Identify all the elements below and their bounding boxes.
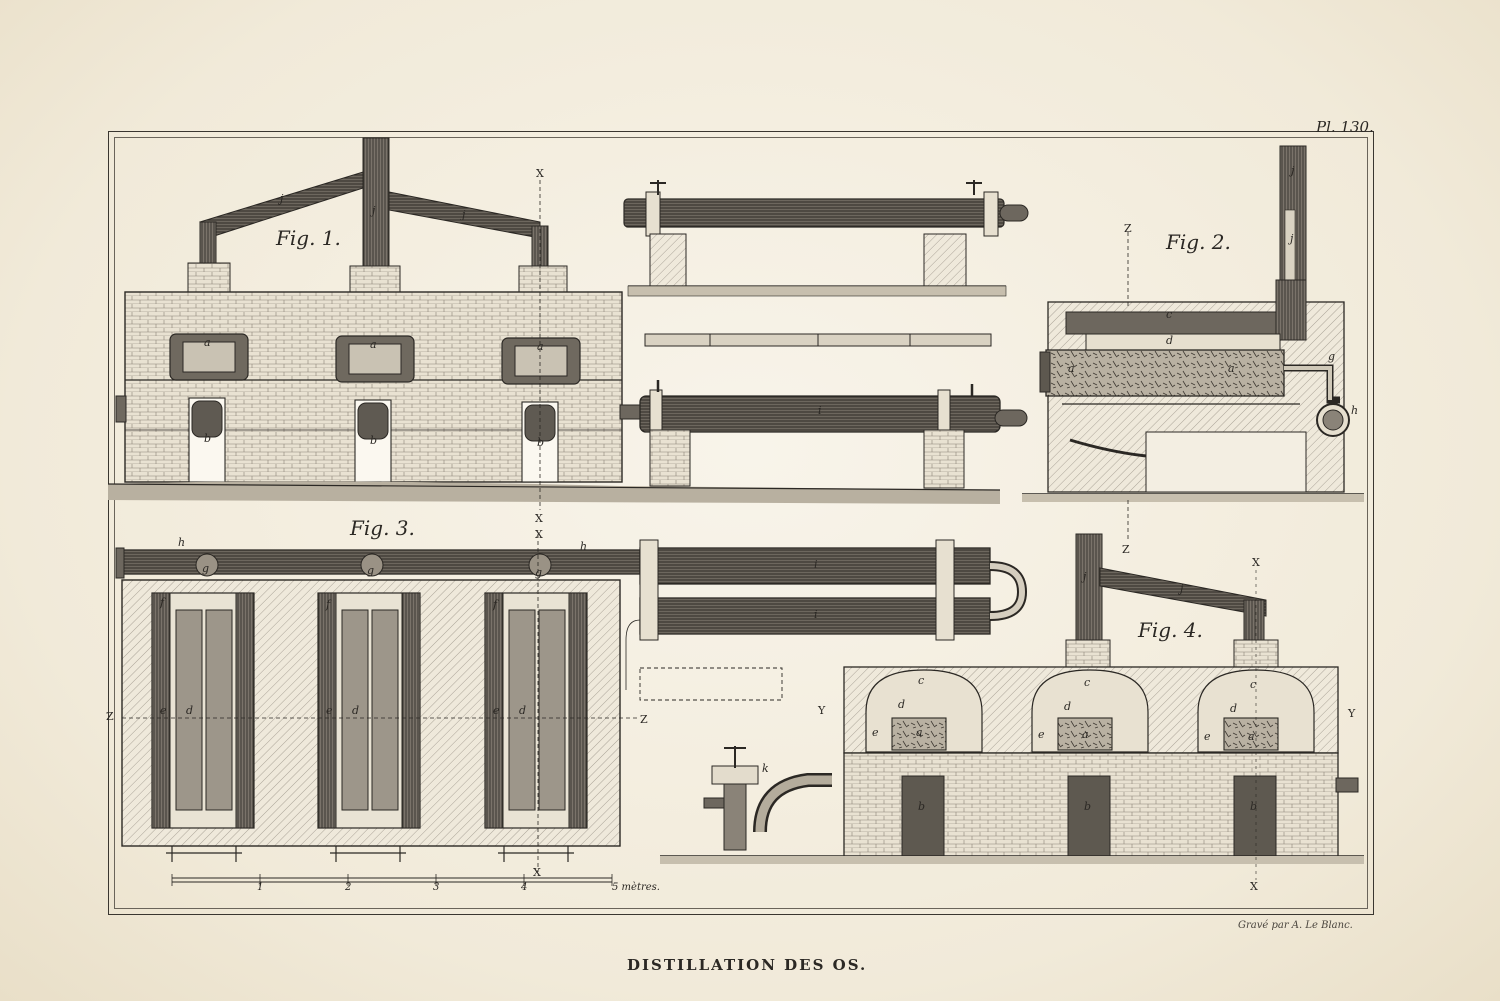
letter-j-fig4: j [1083,570,1087,583]
fig2-furnace-section [1022,145,1364,540]
fig1-furnace-elevation [107,137,1001,510]
fig4-furnace-section [660,533,1364,880]
section-mark-x-fig1-top: X [536,167,544,180]
letter-d-fig3-1: d [186,704,194,717]
letter-k-pump: k [762,762,769,775]
letter-a-fig4-2: a [1082,728,1089,741]
scale-unit: 5 mètres. [612,882,660,893]
letter-b-fig4-3: b [1250,800,1258,813]
letter-d-fig2: d [1166,334,1174,347]
section-mark-x-fig3-top: X [535,528,543,541]
letter-j-fig2-top: j [1291,164,1295,177]
letter-a-fig4-3: a [1248,730,1255,743]
letter-j-fig2: j [1290,232,1294,245]
letter-b-fig1-2: b [370,434,378,447]
fig4-caption: Fig. 4. [1138,618,1203,642]
letter-d-fig4-3: d [1230,702,1238,715]
letter-b-fig4-1: b [918,800,926,813]
plate-inner-border [114,137,1368,909]
letter-g-fig2: g [1328,350,1336,363]
fig3-plan [115,534,641,886]
letter-e-fig4-1: e [872,726,879,739]
fig3-caption: Fig. 3. [350,516,415,540]
letter-i-double-top: i [814,558,818,571]
letter-c-fig4-2: c [1084,676,1091,689]
letter-a-fig2-left: a [1068,362,1075,375]
letter-e-fig3-2: e [326,704,333,717]
letter-f-fig3-2: f [326,598,331,611]
double-condenser [625,539,1028,701]
section-mark-z-fig2-bottom: Z [1122,543,1130,556]
letter-c-fig4-1: c [918,674,925,687]
letter-d-fig3-3: d [519,704,527,717]
section-mark-z-fig3-right: Z [640,713,648,726]
section-mark-x-fig1-bottom: X [535,512,543,525]
scale-tick-1: 1 [257,882,264,893]
letter-j-fig4-flue: j [1180,582,1184,595]
letter-d-fig3-2: d [352,704,360,717]
scale-tick-4: 4 [521,882,528,893]
letter-h-fig3-right: h [580,540,588,553]
scale-tick-2: 2 [345,882,352,893]
fig2-caption: Fig. 2. [1166,230,1231,254]
letter-b-fig4-2: b [1084,800,1092,813]
upper-condenser [623,180,1029,347]
letter-d-fig4-2: d [1064,700,1072,713]
section-mark-x-fig3-bottom: X [533,866,541,879]
letter-a-fig2-right: a [1228,362,1235,375]
engraver-credit: Gravé par A. Le Blanc. [1238,920,1353,931]
letter-g-fig3-1: g [202,562,210,575]
section-mark-x-fig4-top: X [1252,556,1260,569]
fig1-caption: Fig. 1. [276,226,341,250]
lower-condenser [619,380,1028,489]
letter-e-fig4-3: e [1204,730,1211,743]
letter-e-fig3-3: e [493,704,500,717]
plate-frame [108,131,1374,915]
letter-j-fig1-right: j [462,208,466,221]
letter-g-fig3-2: g [367,564,375,577]
letter-h-fig2: h [1351,404,1359,417]
letter-e-fig3-1: e [160,704,167,717]
letter-b-fig1-3: b [537,436,545,449]
section-mark-y-fig4-right: Y [1348,707,1356,720]
section-mark-z-fig2-top: Z [1124,222,1132,235]
letter-i-condenser: i [818,404,822,417]
section-mark-x-fig4-bottom: X [1250,880,1258,893]
letter-g-fig3-3: g [535,566,543,579]
letter-f-fig3-1: f [160,596,165,609]
letter-j-fig1: j [280,192,284,205]
letter-a-fig1-3: a [537,340,544,353]
plate-title: DISTILLATION DES OS. [627,956,868,974]
letter-e-fig4-2: e [1038,728,1045,741]
scale-tick-3: 3 [433,882,440,893]
letter-c-fig4-3: c [1250,678,1257,691]
plate-number: Pl. 130. [1316,118,1374,136]
letter-h-fig3-left: h [178,536,186,549]
letter-f-fig3-3: f [493,598,498,611]
letter-c-fig2: c [1166,308,1173,321]
letter-a-fig1-1: a [204,336,211,349]
letter-a-fig4-1: a [916,726,923,739]
letter-i-double-bottom: i [814,608,818,621]
section-mark-y-fig4-left: Y [818,704,826,717]
letter-j-fig1-center: j [372,204,376,217]
section-mark-z-fig3-left: Z [106,710,114,723]
letter-d-fig4-1: d [898,698,906,711]
letter-b-fig1-1: b [204,432,212,445]
letter-a-fig1-2: a [370,338,377,351]
